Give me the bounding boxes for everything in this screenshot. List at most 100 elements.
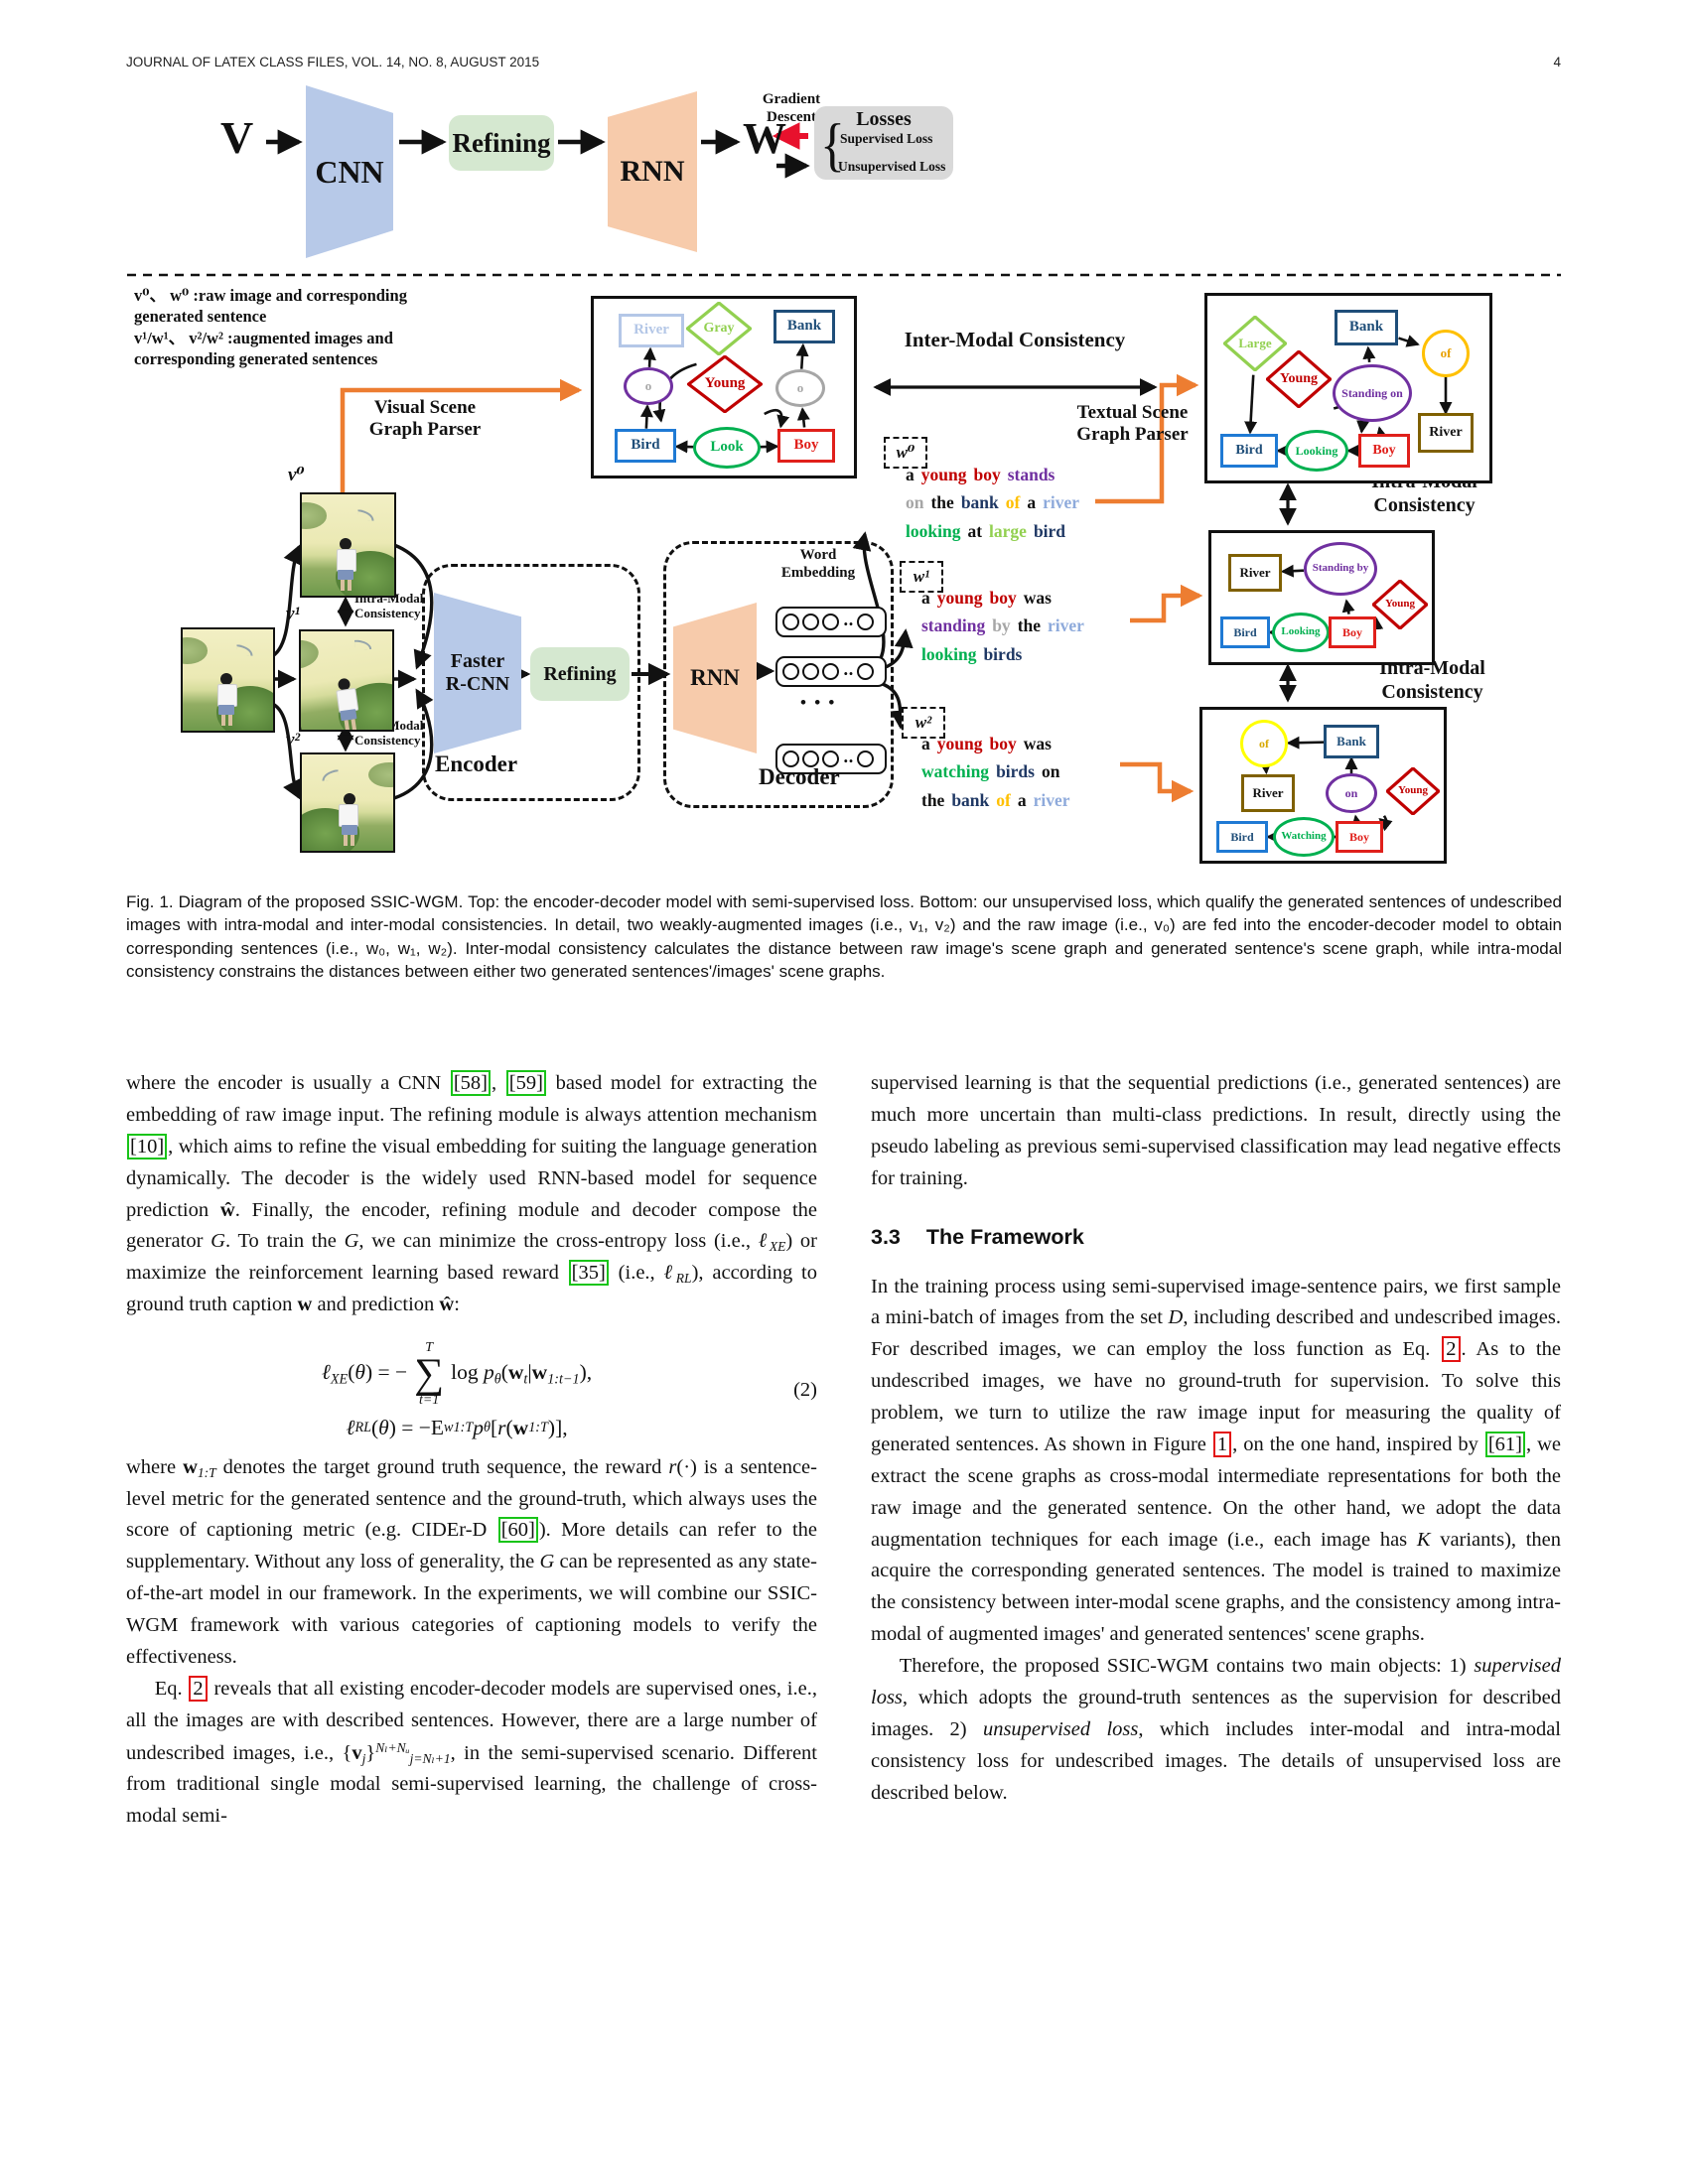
graph-node-river: River xyxy=(1241,774,1295,812)
section-heading-3-3: 3.3 The Framework xyxy=(871,1225,1561,1250)
sentence-word: a xyxy=(1017,789,1027,810)
section-number: 3.3 xyxy=(871,1224,901,1249)
word-embedding-row-2: ‥ xyxy=(775,656,887,687)
graph-node-on: on xyxy=(1326,773,1377,813)
sentence-word: a xyxy=(921,588,930,608)
bird-icon xyxy=(321,768,340,781)
decoder-label: Decoder xyxy=(759,764,840,789)
sentence-word: the xyxy=(921,789,945,810)
sentence-word: by xyxy=(992,615,1011,636)
unsupervised-loss-label: Unsupervised Loss xyxy=(838,159,946,174)
equation-lhs: ℓXE(θ) = − xyxy=(321,1360,408,1388)
raw-image xyxy=(181,627,275,733)
bird-icon xyxy=(353,639,371,650)
word-embedding-row-1: ‥ xyxy=(775,607,887,637)
sentence-word: river xyxy=(1048,615,1084,636)
boy-figure xyxy=(335,537,357,591)
pipeline-input-v: V xyxy=(220,112,254,163)
paragraph: In the training process using semi-super… xyxy=(871,1275,1562,1646)
equation-number: (2) xyxy=(793,1379,817,1402)
inter-modal-consistency-label: Inter-Modal Consistency xyxy=(904,328,1126,351)
graph-node-look: Look xyxy=(693,427,761,469)
sentence-word: was xyxy=(1023,734,1052,753)
graph-node-young: Young xyxy=(1266,350,1332,408)
graph-node-standby: Standing by xyxy=(1304,542,1377,596)
graph-node-standon: Standing on xyxy=(1333,364,1412,422)
graph-node-looking: Looking xyxy=(1272,613,1330,652)
supervised-loss-label: Supervised Loss xyxy=(840,131,933,146)
image-v0 xyxy=(300,492,396,598)
graph-node-river: River xyxy=(619,314,684,347)
graph-node-boy: Boy xyxy=(1329,616,1376,648)
boy-figure xyxy=(338,793,360,847)
graph-node-boy: Boy xyxy=(777,429,835,463)
sentence-word: at xyxy=(967,520,983,541)
equation-rhs: log pθ(wt|w1:t−1), xyxy=(451,1360,593,1388)
sentence-word: boy xyxy=(989,588,1017,608)
sentence-word: river xyxy=(1033,789,1070,810)
sentence-word: a xyxy=(906,465,914,484)
sentence-word: birds xyxy=(996,761,1035,782)
sentence-word: looking xyxy=(906,520,961,541)
sentence-word: standing xyxy=(921,615,986,636)
v0-label: v⁰ xyxy=(288,465,305,485)
sentence-word: of xyxy=(1005,492,1021,513)
bird-icon xyxy=(235,644,254,657)
w0-box: w⁰ xyxy=(884,437,927,469)
page-number: 4 xyxy=(1553,55,1561,69)
graph-node-bank: Bank xyxy=(1335,310,1398,345)
sentence-word: stands xyxy=(1007,465,1055,484)
summation-symbol: T ∑ t=1 xyxy=(414,1340,445,1408)
paragraph: where the encoder is usually a CNN [58],… xyxy=(126,1070,817,1316)
losses-box: Losses { Supervised Loss Unsupervised Lo… xyxy=(814,106,953,180)
graph-node-river: River xyxy=(1228,554,1282,592)
sentence-word: bird xyxy=(1033,520,1066,541)
sentence-word: large xyxy=(989,520,1027,541)
sentence-word: river xyxy=(1043,492,1080,513)
pipeline-cnn-block: CNN xyxy=(306,85,393,258)
sentence-word: the xyxy=(930,492,954,513)
losses-brace: { xyxy=(820,112,845,179)
paragraph: Therefore, the proposed SSIC-WGM contain… xyxy=(871,1655,1562,1804)
sentence-word: a xyxy=(1027,492,1037,513)
boy-figure xyxy=(215,672,237,726)
decoder-module-box xyxy=(663,541,894,808)
sentence-word: a xyxy=(921,734,930,753)
graph-node-of: of xyxy=(1422,330,1470,377)
sentence-word: of xyxy=(996,789,1011,810)
rnn-block-2: RNN xyxy=(673,603,757,753)
graph-node-young: Young xyxy=(1372,580,1428,629)
encoder-label: Encoder xyxy=(435,751,518,776)
refining-block-2: Refining xyxy=(530,647,630,701)
encoder-module-box xyxy=(422,564,640,801)
graph-node-of: of xyxy=(1240,720,1288,767)
left-column: where the encoder is usually a CNN [58],… xyxy=(126,1068,817,1833)
pipeline-rnn-block: RNN xyxy=(608,91,697,252)
embedding-ellipsis: • • • xyxy=(800,693,837,712)
section-title: The Framework xyxy=(925,1224,1084,1249)
sentence-word: the xyxy=(1017,615,1042,636)
paragraph: Eq. 2 reveals that all existing encoder-… xyxy=(126,1675,817,1827)
sentence-word: young xyxy=(920,465,967,484)
v1-label: v¹ xyxy=(286,604,301,624)
sentence-word: young xyxy=(936,734,983,753)
graph-node-large: Large xyxy=(1223,316,1287,371)
sentence-word: boy xyxy=(973,465,1001,484)
graph-node-o1: o xyxy=(624,367,673,405)
figure-caption: Fig. 1. Diagram of the proposed SSIC-WGM… xyxy=(126,892,1562,981)
sentence-word: looking xyxy=(921,643,977,664)
graph-node-bird: Bird xyxy=(1220,434,1278,468)
graph-node-gray: Gray xyxy=(686,302,752,355)
